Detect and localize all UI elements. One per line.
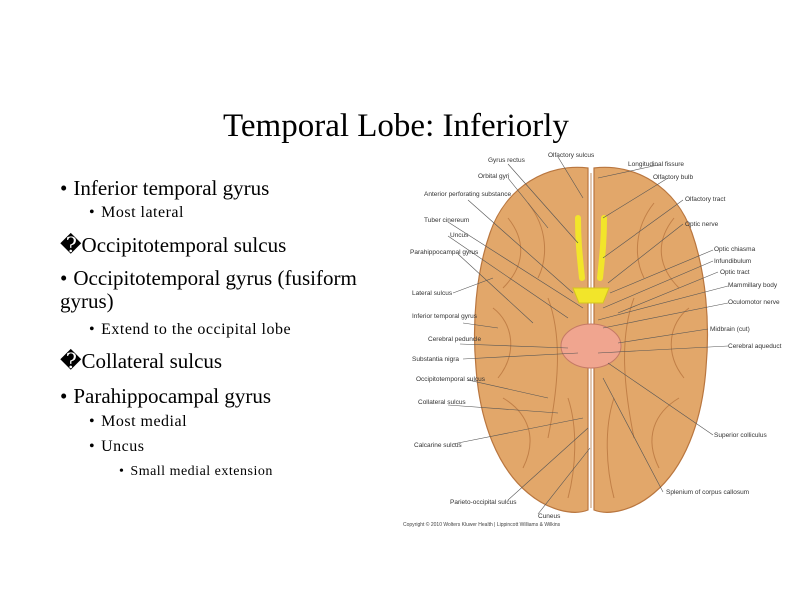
bullet-item: • Most medial	[89, 413, 187, 431]
label-substantia-nigra: Substantia nigra	[412, 356, 459, 363]
label-anterior-perforating-substance: Anterior perforating substance	[424, 191, 511, 198]
bullet-marker: •	[89, 321, 96, 338]
label-cerebral-peduncle: Cerebral peduncle	[428, 336, 482, 343]
bullet-text: Uncus	[101, 438, 145, 455]
label-splenium: Splenium of corpus callosum	[666, 489, 749, 496]
bullet-item: • Small medial extension	[119, 464, 273, 480]
label-gyrus-rectus: Gyrus rectus	[488, 157, 526, 164]
midbrain-cut	[560, 323, 622, 369]
bullet-item: •Occipitotemporal gyrus (fusiform gyrus)	[60, 267, 390, 313]
label-occipitotemporal-sulcus: Occipitotemporal sulcus	[416, 376, 486, 383]
leader-lines	[447, 156, 729, 515]
bullet-item: •Inferior temporal gyrus	[60, 176, 269, 201]
label-optic-chiasma: Optic chiasma	[714, 246, 756, 253]
figure-copyright: Copyright © 2010 Wolters Kluwer Health |…	[403, 521, 561, 528]
label-mammillary-body: Mammillary body	[728, 282, 778, 289]
label-oculomotor-nerve: Oculomotor nerve	[728, 299, 780, 306]
label-optic-tract: Optic tract	[720, 269, 750, 276]
bullet-marker: •	[119, 464, 125, 479]
brain-inferior-view-figure: Gyrus rectus Orbital gyri Anterior perfo…	[398, 148, 788, 533]
label-inferior-temporal-gyrus: Inferior temporal gyrus	[412, 313, 478, 320]
bullet-marker: •	[60, 384, 68, 408]
label-olfactory-sulcus: Olfactory sulcus	[548, 152, 595, 159]
bullet-text: Parahippocampal gyrus	[73, 384, 272, 408]
label-optic-nerve: Optic nerve	[685, 221, 719, 228]
bullet-marker: •	[89, 413, 96, 430]
label-olfactory-bulb: Olfactory bulb	[653, 174, 693, 181]
bullet-marker: �	[60, 233, 82, 257]
bullet-item: • Uncus	[89, 438, 145, 456]
bullet-marker: •	[60, 266, 68, 290]
label-collateral-sulcus: Collateral sulcus	[418, 399, 466, 406]
label-superior-colliculus: Superior colliculus	[714, 432, 767, 439]
label-calcarine-sulcus: Calcarine sulcus	[414, 442, 462, 449]
right-hemisphere	[593, 166, 709, 513]
label-uncus: Uncus	[450, 232, 469, 239]
bullet-marker: •	[89, 438, 96, 455]
label-olfactory-tract: Olfactory tract	[685, 196, 726, 203]
slide-title: Temporal Lobe: Inferiorly	[223, 108, 569, 144]
label-lateral-sulcus: Lateral sulcus	[412, 290, 453, 297]
bullet-text: Collateral sulcus	[81, 349, 223, 373]
label-parieto-occipital-sulcus: Parieto-occipital sulcus	[450, 499, 517, 506]
label-infundibulum: Infundibulum	[714, 258, 751, 265]
bullet-text: Inferior temporal gyrus	[73, 176, 270, 200]
label-cerebral-aqueduct: Cerebral aqueduct	[728, 343, 782, 350]
bullet-item: �Occipitotemporal sulcus	[60, 233, 286, 258]
bullet-marker: �	[60, 349, 82, 373]
bullet-text: Most medial	[101, 413, 188, 430]
bullet-item: • Most lateral	[89, 204, 184, 222]
brain-illustration: Gyrus rectus Orbital gyri Anterior perfo…	[403, 152, 782, 528]
olfactory-tracts	[575, 215, 607, 281]
label-parahippocampal-gyrus: Parahippocampal gyrus	[410, 249, 479, 256]
bullet-text: Extend to the occipital lobe	[101, 321, 292, 338]
bullet-text: Occipitotemporal sulcus	[81, 233, 287, 257]
label-longitudinal-fissure: Longitudinal fissure	[628, 161, 684, 168]
bullet-item: • Extend to the occipital lobe	[89, 321, 291, 339]
label-midbrain-cut: Midbrain (cut)	[710, 326, 750, 333]
bullet-marker: •	[89, 204, 96, 221]
label-cuneus: Cuneus	[538, 513, 561, 520]
bullet-marker: •	[60, 176, 68, 200]
bullet-text: Occipitotemporal gyrus (fusiform gyrus)	[60, 266, 357, 313]
bullet-text: Small medial extension	[130, 464, 273, 479]
bullet-item: •Parahippocampal gyrus	[60, 384, 271, 409]
label-orbital-gyri: Orbital gyri	[478, 173, 509, 180]
label-tuber-cinereum: Tuber cinereum	[424, 217, 469, 224]
bullet-item: �Collateral sulcus	[60, 349, 222, 374]
optic-chiasma	[572, 287, 610, 304]
bullet-text: Most lateral	[101, 204, 184, 221]
left-hemisphere	[473, 166, 589, 513]
